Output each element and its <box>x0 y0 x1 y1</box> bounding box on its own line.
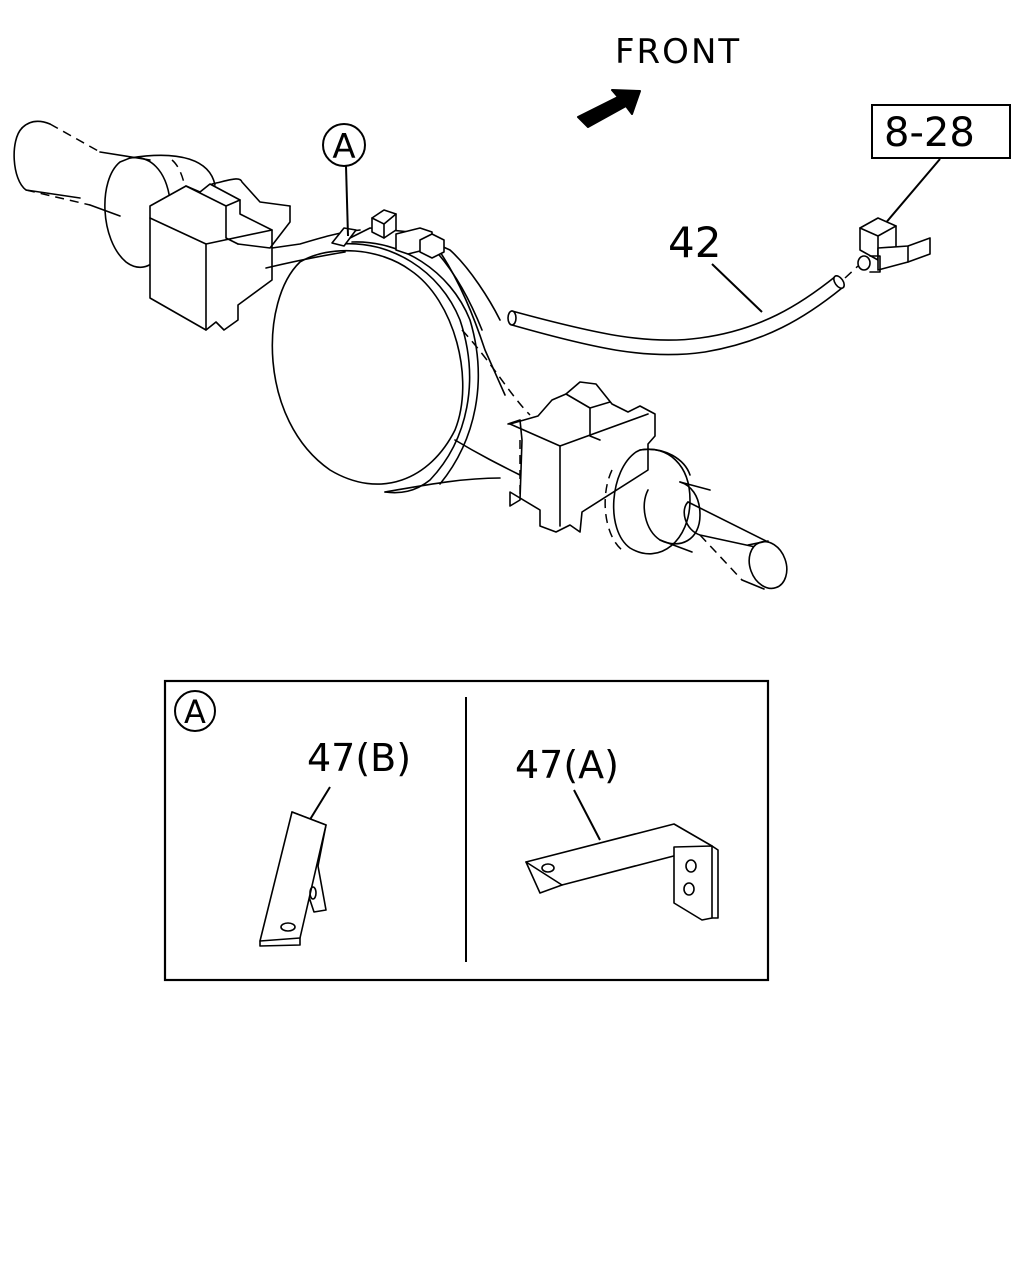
callout-a-marker[interactable]: A <box>322 123 366 167</box>
detail-a-letter: A <box>184 693 206 731</box>
callout-47a-leader <box>573 789 601 841</box>
callout-42-leader <box>711 263 763 313</box>
front-label: FRONT <box>615 32 741 72</box>
hose-42[interactable] <box>507 265 859 356</box>
rear-axle-housing[interactable] <box>13 120 793 593</box>
detail-a-marker: A <box>174 690 216 732</box>
reference-box-label: 8-28 <box>884 110 975 156</box>
callout-47a: 47(A) <box>515 743 619 787</box>
reference-box-8-28[interactable]: 8-28 <box>871 104 1011 159</box>
reference-leader-line <box>883 158 941 226</box>
callout-42: 42 <box>668 218 721 267</box>
callout-47b: 47(B) <box>307 736 411 780</box>
callout-a-letter: A <box>332 127 355 167</box>
front-arrow-icon <box>577 89 641 128</box>
bracket-47b[interactable] <box>259 811 327 947</box>
bracket-47a[interactable] <box>525 823 719 921</box>
callout-a-leader <box>345 165 349 237</box>
hose-connector-fitting[interactable] <box>857 217 931 273</box>
